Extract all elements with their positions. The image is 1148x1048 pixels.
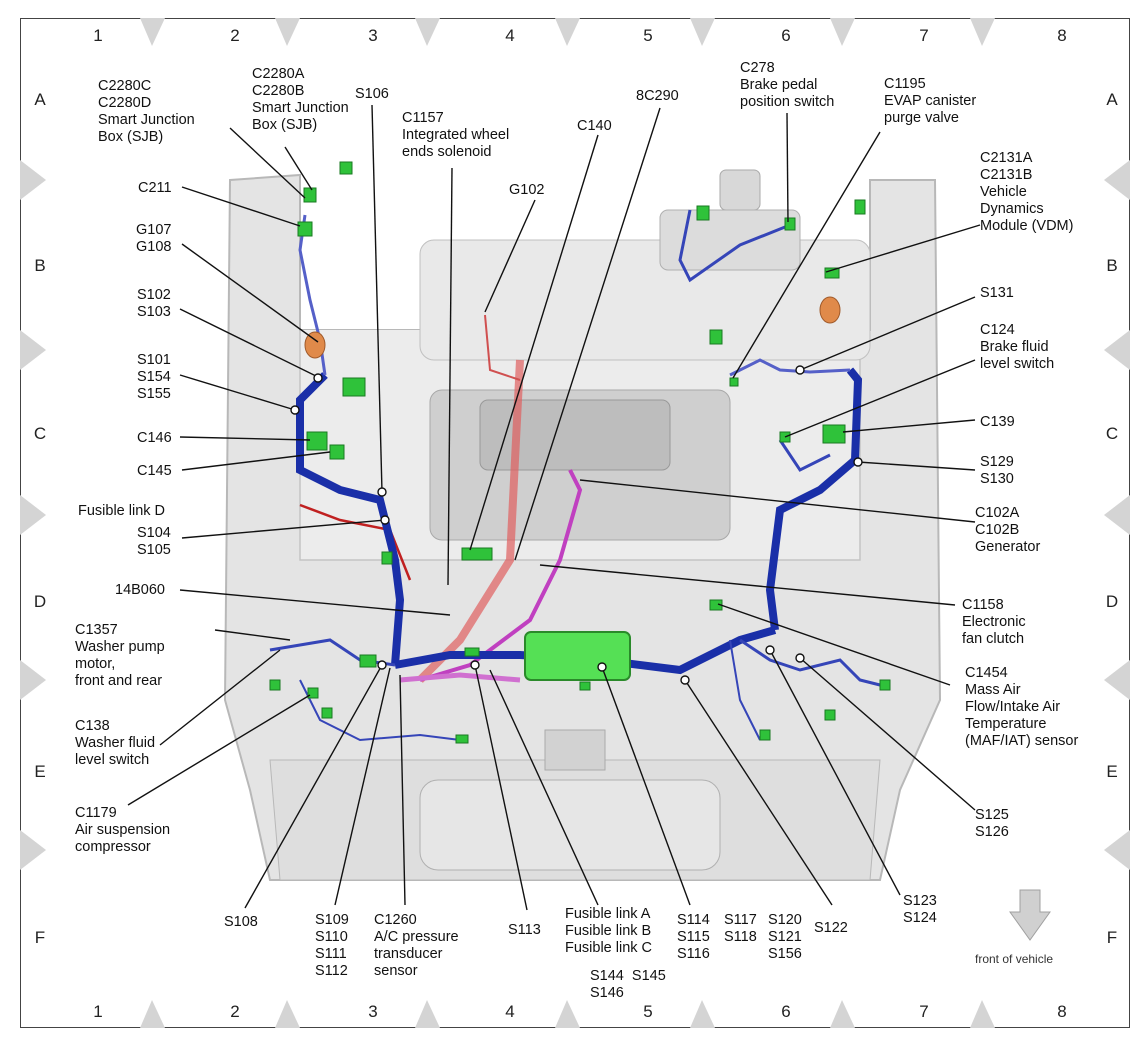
label-s109: S109 S110 S111 S112 [315,912,349,979]
label-c2131: C2131A C2131B Vehicle Dynamics Module (V… [980,150,1074,234]
grid-col-4-bottom: 4 [505,1002,515,1021]
grid-row-e: E [34,762,46,781]
label-c124: C124 Brake fluid level switch [980,322,1055,372]
label-c1357: C1357 Washer pump motor, front and rear [75,622,165,689]
label-s113: S113 [508,922,541,938]
grid-row-c-right: C [1105,424,1119,443]
connectors [269,161,891,744]
vehicle-body [223,169,942,881]
grid-row-e-right: E [1106,762,1118,781]
label-s131: S131 [980,285,1014,301]
grid-col-1-bottom: 1 [93,1002,103,1021]
label-fusible-link-abc: Fusible link A Fusible link B Fusible li… [565,906,653,956]
label-c102: C102A C102B Generator [975,505,1041,555]
label-c146: C146 [137,430,172,446]
grid-ticks-left [20,160,46,870]
label-s101: S101 S154 S155 [137,352,171,402]
grid-row-d: D [33,592,47,611]
label-c278: C278 Brake pedal position switch [740,60,835,110]
grid-row-c: C [33,424,47,443]
grid-col-8-bottom: 8 [1057,1002,1067,1021]
label-c1195: C1195 EVAP canister purge valve [884,76,977,126]
grid-col-3-bottom: 3 [368,1002,378,1021]
ground-eyelets [304,296,841,359]
leader-lines [127,104,981,911]
label-g102: G102 [509,182,545,198]
label-c138: C138 Washer fluid level switch [75,718,156,768]
grid-col-6-bottom: 6 [781,1002,791,1021]
grid-row-f-right: F [1106,928,1118,947]
label-s144: S144 S145 S146 [590,968,666,1001]
label-s120: S120 S121 S156 [768,912,802,962]
grid-ticks-bottom [140,1000,995,1028]
grid-row-a: A [34,90,46,109]
front-arrow-icon [1009,889,1051,941]
grid-col-2: 2 [230,26,240,45]
label-c139: C139 [980,414,1015,430]
main-harness [269,209,881,742]
grid-row-d-right: D [1105,592,1119,611]
label-s123: S123 S124 [903,893,937,926]
label-14b060: 14B060 [115,582,165,598]
grid-row-f: F [34,928,46,947]
label-c145: C145 [137,463,172,479]
label-c1260: C1260 A/C pressure transducer sensor [374,912,459,979]
label-s122: S122 [814,920,848,936]
label-s108: S108 [224,914,258,930]
grid-ticks-right [1104,160,1130,870]
splice-marks [290,365,863,685]
label-c140: C140 [577,118,612,134]
grid-row-a-right: A [1106,90,1118,109]
label-c2280a: C2280A C2280B Smart Junction Box (SJB) [252,66,349,133]
label-s125: S125 S126 [975,807,1009,840]
grid-col-2-bottom: 2 [230,1002,240,1021]
grid-col-8: 8 [1057,26,1067,45]
label-s129: S129 S130 [980,454,1014,487]
grid-col-5: 5 [643,26,653,45]
label-s114: S114 S115 S116 [677,912,710,962]
label-fusible-link-d: Fusible link D [78,503,166,519]
label-s106: S106 [355,86,389,102]
grid-col-4: 4 [505,26,515,45]
grid-col-1: 1 [93,26,103,45]
label-s102: S102 S103 [137,287,171,320]
label-g107: G107 G108 [136,222,172,255]
grid-col-3: 3 [368,26,378,45]
label-c1158: C1158 Electronic fan clutch [962,597,1026,647]
label-c211: C211 [138,180,172,196]
label-c1157: C1157 Integrated wheel ends solenoid [402,110,510,160]
label-c2280c: C2280C C2280D Smart Junction Box (SJB) [98,78,195,145]
label-c1454: C1454 Mass Air Flow/Intake Air Temperatu… [965,665,1079,749]
grid-row-b-right: B [1106,256,1118,275]
grid-col-5-bottom: 5 [643,1002,653,1021]
grid-col-7: 7 [919,26,929,45]
junction-box [524,631,631,681]
grid-col-6: 6 [781,26,791,45]
label-c1179: C1179 Air suspension compressor [75,805,171,855]
front-of-vehicle-label: front of vehicle [975,952,1054,966]
label-8c290: 8C290 [636,88,679,104]
grid-col-7-bottom: 7 [919,1002,929,1021]
grid-row-b: B [34,256,46,275]
label-s104: S104 S105 [137,525,171,558]
grid-ticks-top [140,18,995,46]
label-s117: S117 S118 [724,912,757,945]
